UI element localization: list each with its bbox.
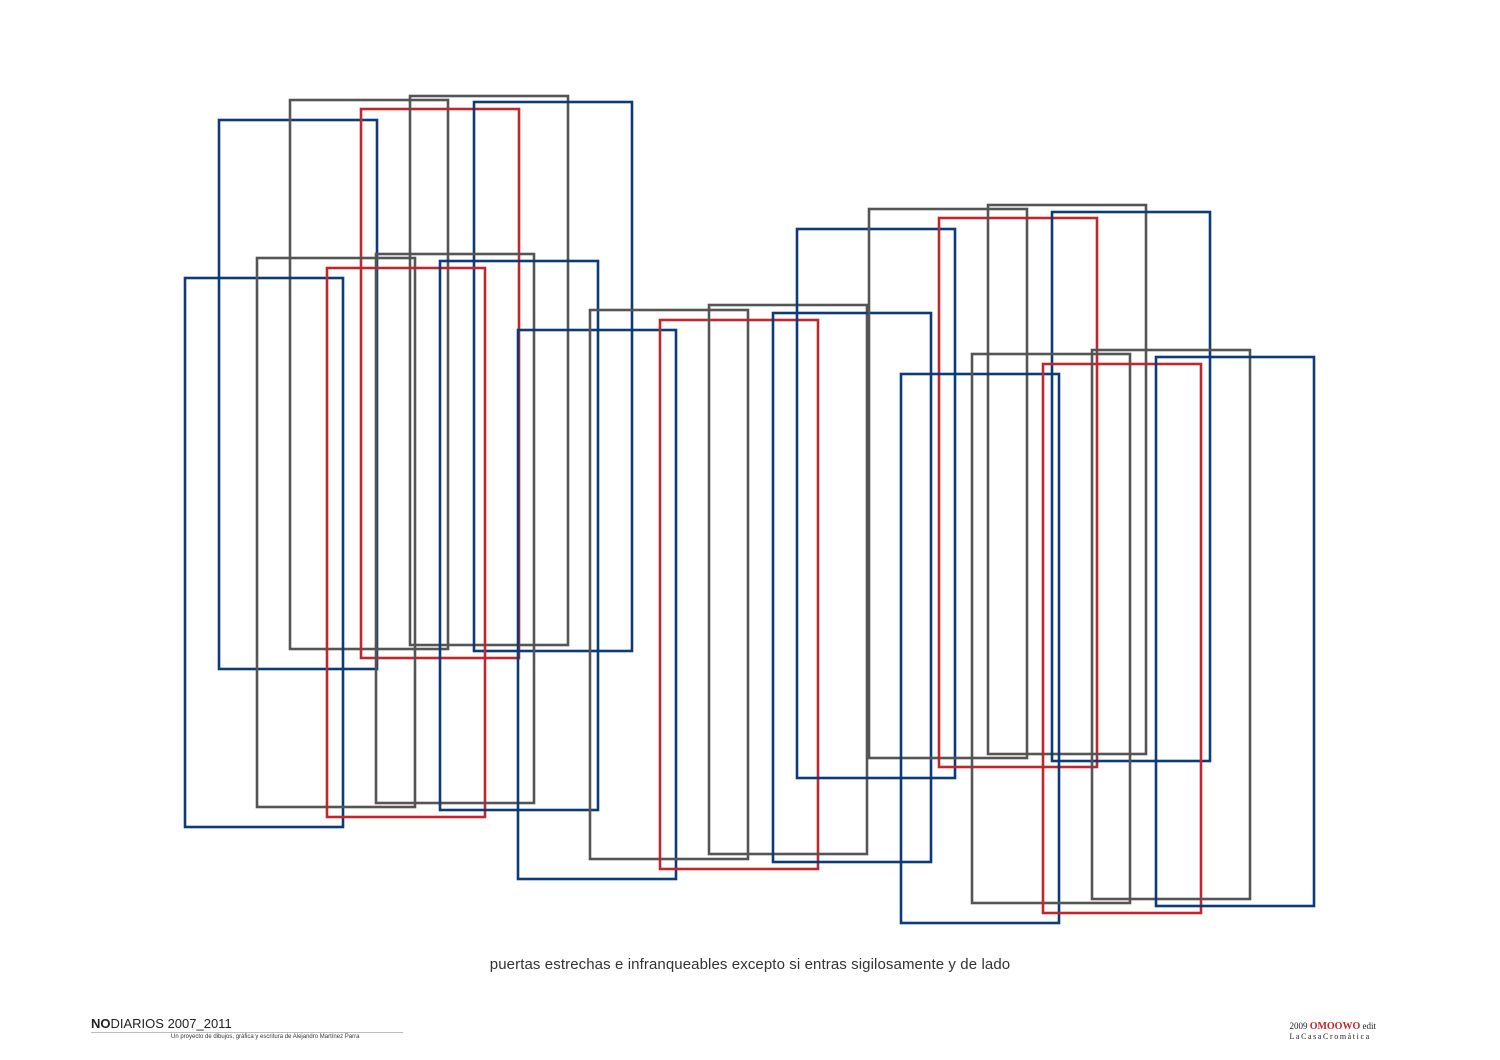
publisher-line: 2009 OMOOWO edit [1289, 1021, 1376, 1032]
footer-project-credit: NODIARIOS 2007_2011 Un proyecto de dibuj… [91, 1016, 403, 1040]
red-door-outline-23 [1041, 362, 1203, 915]
gray-door-outline-7 [255, 256, 417, 809]
project-title: NODIARIOS 2007_2011 [91, 1016, 403, 1033]
project-title-rest: DIARIOS 2007_2011 [110, 1016, 232, 1031]
gray-door-outline-24 [1090, 348, 1252, 901]
gray-door-outline-9 [374, 252, 536, 805]
gray-door-outline-17 [867, 207, 1029, 760]
publisher-studio: LaCasaCromática [1289, 1032, 1371, 1041]
red-door-outline-18 [937, 216, 1099, 769]
blue-door-outline-21 [899, 372, 1061, 925]
gray-door-outline-12 [588, 308, 750, 861]
blue-door-outline-5 [472, 100, 634, 653]
blue-door-outline-11 [516, 328, 678, 881]
red-door-outline-13 [658, 318, 820, 871]
project-title-bold: NO [91, 1016, 111, 1031]
publisher-brand: OMOOWO [1309, 1021, 1361, 1032]
artwork-caption: puertas estrechas e infranqueables excep… [489, 956, 1011, 973]
publisher-credit: 2009 OMOOWO edit LaCasaCromática [1289, 1021, 1376, 1042]
project-subtitle: Un proyecto de dibujos, gráfica y escrit… [171, 1034, 360, 1040]
publisher-year: 2009 [1289, 1021, 1308, 1031]
blue-door-outline-6 [183, 276, 345, 829]
gray-door-outline-14 [707, 303, 869, 856]
publisher-edit: edit [1362, 1021, 1377, 1031]
gray-door-outline-4 [408, 94, 570, 647]
blue-door-outline-15 [771, 311, 933, 864]
gray-door-outline-19 [986, 203, 1148, 756]
red-door-outline-8 [325, 266, 487, 819]
blue-door-outline-1 [217, 118, 379, 671]
gray-door-outline-22 [970, 352, 1132, 905]
gray-door-outline-2 [288, 98, 450, 651]
blue-door-outline-16 [795, 227, 957, 780]
blue-door-outline-25 [1154, 355, 1316, 908]
